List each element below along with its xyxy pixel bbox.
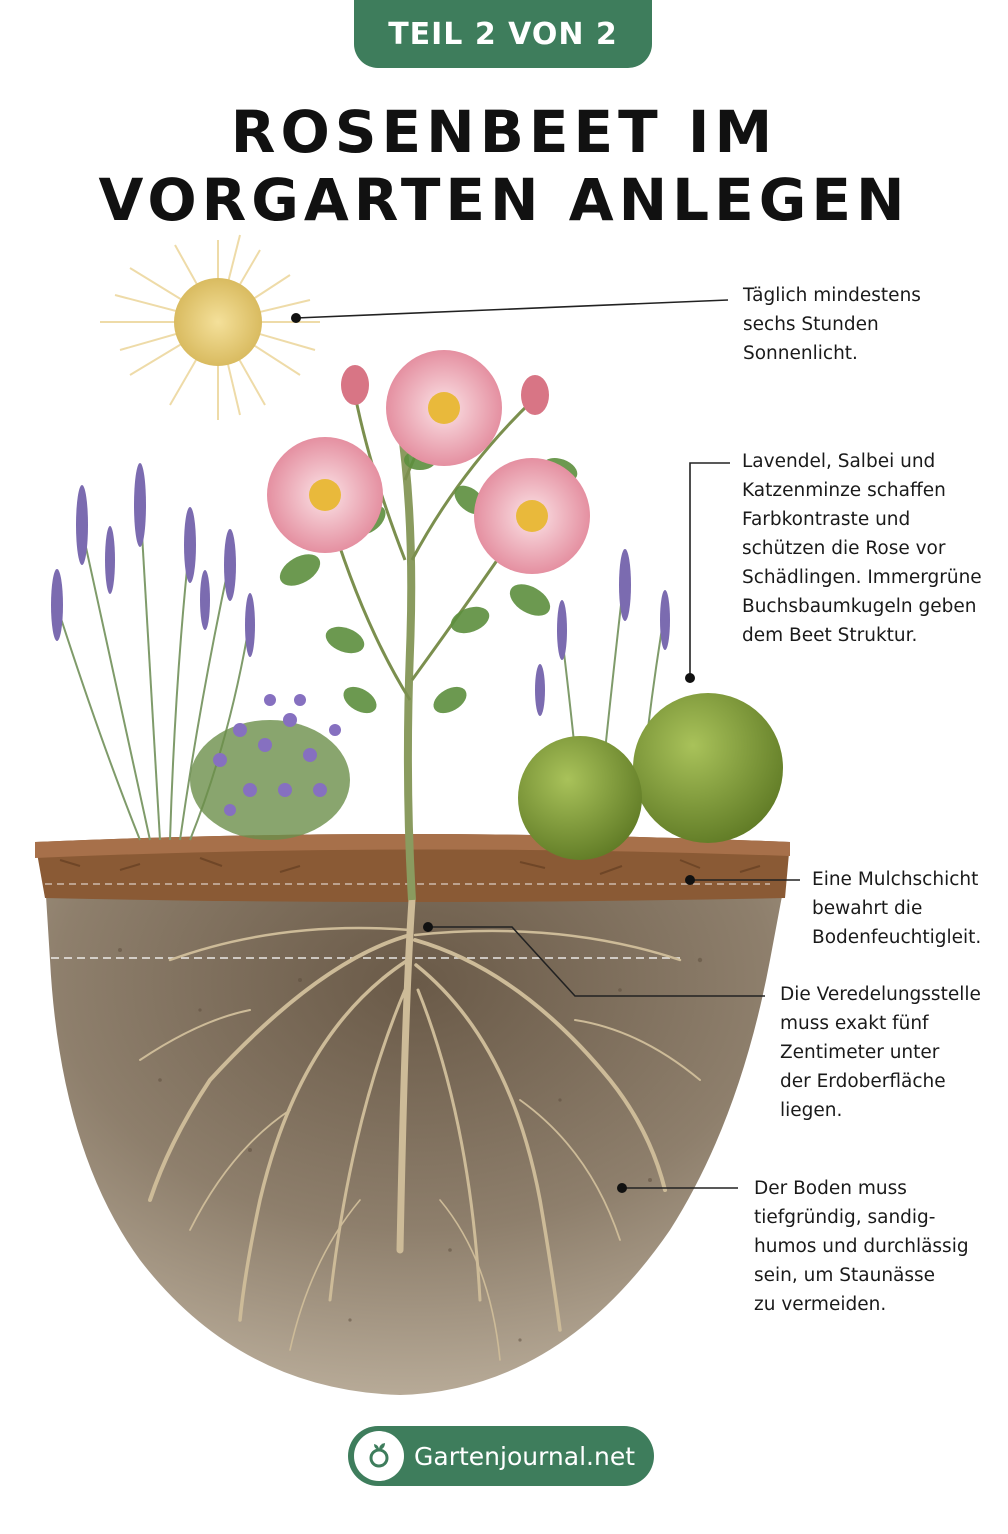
mulch-annotation: Eine Mulchschicht bewahrt die Bodenfeuch… bbox=[812, 869, 982, 948]
sun-icon bbox=[100, 234, 320, 420]
graft-point-annotation: Die Veredelungsstelle muss exakt fünf Ze… bbox=[780, 984, 981, 1121]
sunlight-annotation: Täglich mindestens sechs Stunden Sonnenl… bbox=[743, 285, 921, 364]
boxwood-balls bbox=[518, 693, 783, 860]
companion-plants-annotation: Lavendel, Salbei und Katzenminze schaffe… bbox=[742, 451, 982, 646]
title-line-1: ROSENBEET IM bbox=[230, 98, 778, 166]
soil-layer bbox=[45, 880, 785, 1395]
rose-bed-illustration bbox=[35, 234, 800, 1395]
lavender-plant bbox=[51, 463, 255, 841]
leader-lines bbox=[295, 299, 800, 1189]
soil-annotation: Der Boden muss tiefgründig, sandig- humo… bbox=[754, 1178, 969, 1315]
part-badge: TEIL 2 VON 2 bbox=[354, 0, 652, 68]
brand-name: Gartenjournal.net bbox=[414, 1441, 636, 1471]
rose-blossoms bbox=[267, 350, 590, 574]
title-line-2: VORGARTEN ANLEGEN bbox=[98, 166, 910, 234]
brand-badge[interactable]: Gartenjournal.net bbox=[348, 1426, 654, 1486]
root-system bbox=[139, 896, 701, 1361]
leaf-seedling-icon bbox=[354, 1431, 404, 1481]
page-title: ROSENBEET IM VORGARTEN ANLEGEN bbox=[0, 98, 1008, 234]
part-label: TEIL 2 VON 2 bbox=[388, 16, 618, 52]
catmint-plant bbox=[190, 694, 350, 840]
leader-dots bbox=[291, 313, 695, 1193]
